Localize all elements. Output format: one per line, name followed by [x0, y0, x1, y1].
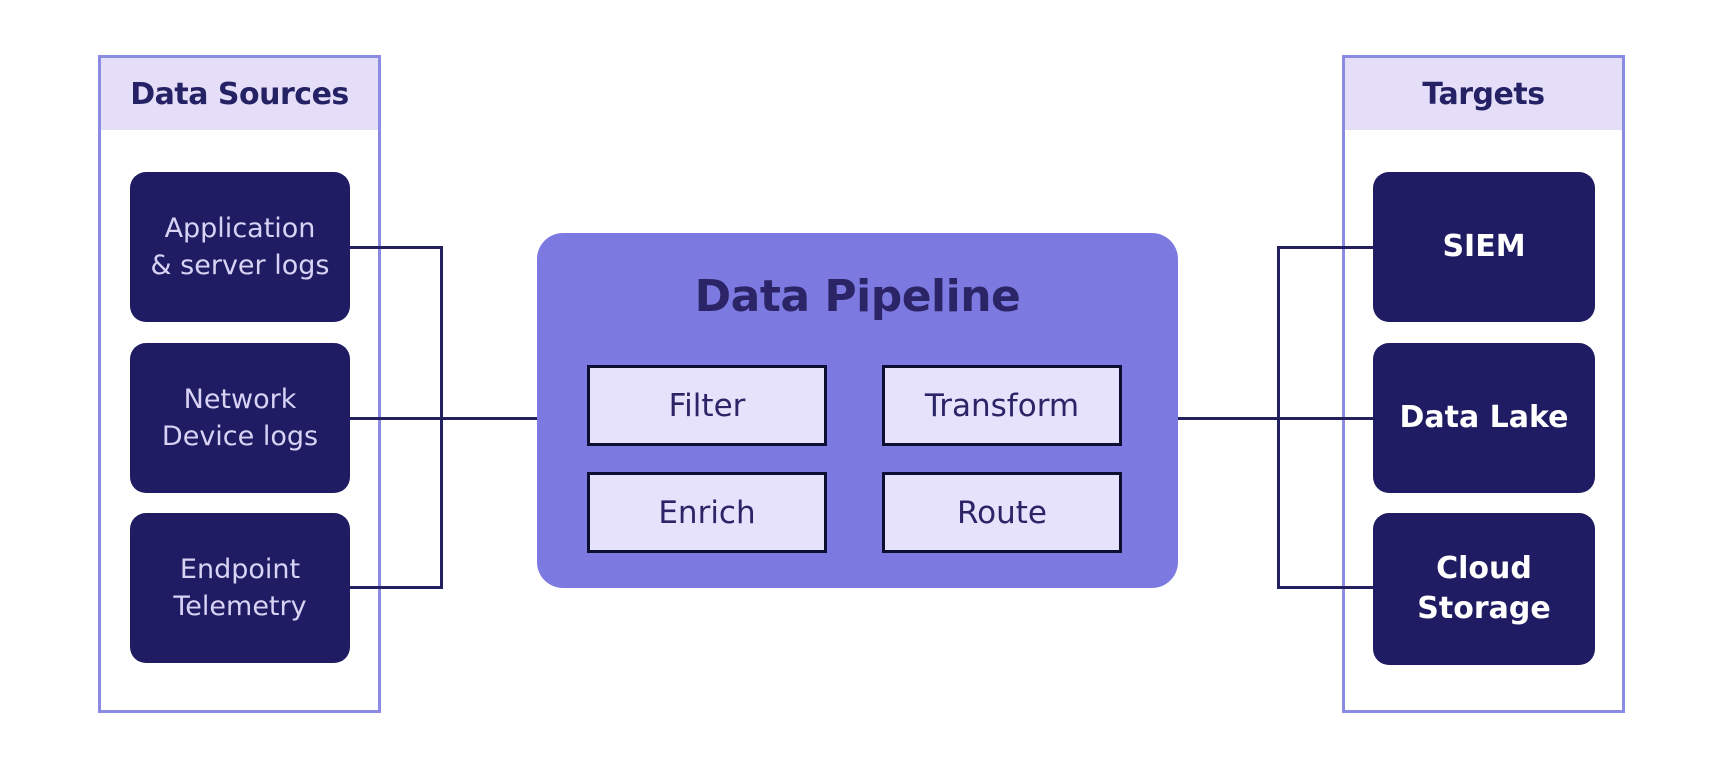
targets-title: Targets — [1422, 76, 1545, 112]
pipeline-stage-transform: Transform — [882, 365, 1122, 446]
source-node-label-line: Application — [164, 213, 316, 244]
pipeline-stage-filter: Filter — [587, 365, 827, 446]
pipeline-stage-label: Transform — [924, 387, 1080, 424]
data-sources-title: Data Sources — [130, 76, 349, 112]
data-pipeline-title: Data Pipeline — [694, 271, 1021, 322]
target-node-label-line: Cloud — [1436, 551, 1532, 586]
data-pipeline-box: Data Pipeline Filter Transform Enrich Ro… — [537, 233, 1178, 588]
source-node-label-line: Endpoint — [179, 554, 301, 585]
data-sources-header: Data Sources — [101, 58, 378, 130]
source-node-label-line: & server logs — [150, 250, 330, 281]
target-node-cloud-storage: Cloud Storage — [1373, 513, 1595, 665]
target-node-label-line: Data Lake — [1399, 400, 1569, 435]
targets-header: Targets — [1345, 58, 1622, 130]
source-node-application-server-logs: Application & server logs — [130, 172, 350, 322]
source-node-network-device-logs: Network Device logs — [130, 343, 350, 493]
connector-source-1-branch — [350, 246, 443, 249]
connector-target-1-branch — [1277, 246, 1373, 249]
target-node-label-line: Storage — [1417, 591, 1551, 626]
connector-source-3-branch — [350, 586, 443, 589]
target-node-data-lake: Data Lake — [1373, 343, 1595, 493]
source-node-label-line: Network — [183, 384, 297, 415]
pipeline-stage-label: Route — [957, 494, 1047, 531]
source-node-label-line: Telemetry — [173, 591, 307, 622]
source-node-endpoint-telemetry: Endpoint Telemetry — [130, 513, 350, 663]
pipeline-stage-enrich: Enrich — [587, 472, 827, 553]
target-node-siem: SIEM — [1373, 172, 1595, 322]
connector-target-3-branch — [1277, 586, 1373, 589]
target-node-label-line: SIEM — [1442, 229, 1526, 264]
pipeline-stage-label: Filter — [668, 387, 746, 424]
connector-pipeline-to-target-2 — [1178, 417, 1373, 420]
connector-source-2-to-pipeline — [350, 417, 537, 420]
connector-source-bus — [440, 246, 443, 589]
source-node-label-line: Device logs — [161, 421, 319, 452]
pipeline-stage-label: Enrich — [658, 494, 756, 531]
pipeline-stage-route: Route — [882, 472, 1122, 553]
connector-target-bus — [1277, 246, 1280, 589]
